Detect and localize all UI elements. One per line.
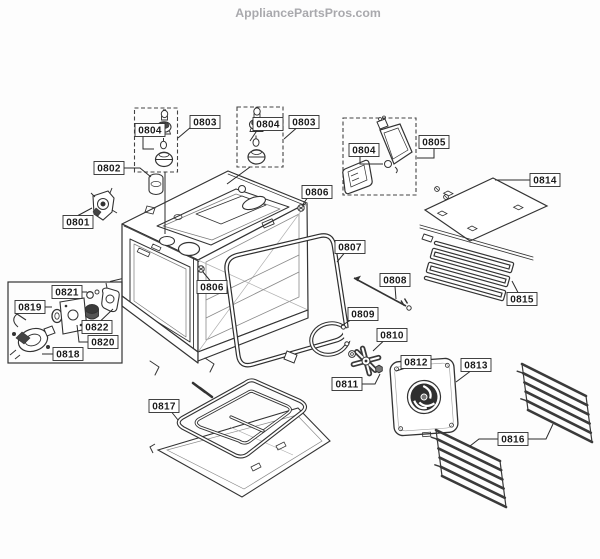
part-label-0806-a: 0806 <box>301 185 333 199</box>
part-label-0804-c-text: 0804 <box>352 146 376 157</box>
part-label-0809: 0809 <box>347 307 379 321</box>
part-label-0806-b-text: 0806 <box>200 283 224 294</box>
part-label-0820-text: 0820 <box>91 338 115 349</box>
part-label-0803-a-text: 0803 <box>193 118 217 129</box>
part-label-0813: 0813 <box>460 358 492 372</box>
part-label-0803-b-text: 0803 <box>292 118 316 129</box>
washer <box>348 350 356 358</box>
switch-0801 <box>90 187 118 221</box>
bracket-0822 <box>101 282 120 313</box>
part-label-0803-b: 0803 <box>288 115 320 129</box>
part-label-0813-text: 0813 <box>464 361 488 372</box>
stud-0821 <box>86 289 100 299</box>
part-label-0807: 0807 <box>334 240 366 254</box>
part-label-0819-text: 0819 <box>18 303 42 314</box>
oven-cavity-body <box>121 170 309 376</box>
motor-assembly-0818 <box>9 313 56 360</box>
part-label-0817: 0817 <box>148 399 180 413</box>
part-label-0801-text: 0801 <box>66 218 90 229</box>
part-label-0804-a: 0804 <box>134 123 166 137</box>
part-label-0812: 0812 <box>400 355 432 369</box>
part-label-0811: 0811 <box>331 377 363 391</box>
clamp-ring-0809 <box>309 321 355 357</box>
part-label-0822-text: 0822 <box>85 323 109 334</box>
part-label-0804-a-text: 0804 <box>138 126 162 137</box>
part-label-0802: 0802 <box>93 161 125 175</box>
fan-blade-0810 <box>350 345 382 377</box>
bottom-panel <box>149 407 331 498</box>
bake-element-0817 <box>176 378 307 459</box>
part-label-0805-text: 0805 <box>422 138 446 149</box>
part-label-0808-text: 0808 <box>383 276 407 287</box>
part-label-0806-a-text: 0806 <box>305 188 329 199</box>
door-gasket-0807 <box>224 233 349 368</box>
part-label-0815: 0815 <box>506 292 538 306</box>
part-label-0805: 0805 <box>418 135 450 149</box>
part-label-0809-text: 0809 <box>351 310 375 321</box>
part-label-0807-text: 0807 <box>338 243 362 254</box>
nut-0811 <box>375 364 383 374</box>
part-label-0810: 0810 <box>376 328 408 342</box>
part-label-0817-text: 0817 <box>152 402 176 413</box>
part-label-0818: 0818 <box>52 347 84 361</box>
part-label-0814-text: 0814 <box>533 176 557 187</box>
probe-rod-0808 <box>353 275 412 311</box>
part-label-0815-text: 0815 <box>510 295 534 306</box>
side-rack-right <box>516 362 594 444</box>
part-label-0821-text: 0821 <box>55 288 79 299</box>
screw-0806-front <box>197 265 205 273</box>
part-label-0804-b-text: 0804 <box>256 120 280 131</box>
part-label-0816-text: 0816 <box>501 435 525 446</box>
bushing-0802 <box>144 173 164 215</box>
part-label-0816: 0816 <box>497 432 529 446</box>
kit-box-2 <box>226 106 284 185</box>
part-label-0821: 0821 <box>51 285 83 299</box>
part-label-0806-b: 0806 <box>196 280 228 294</box>
top-panel-0814 <box>423 177 549 242</box>
leader-lines <box>42 126 554 447</box>
part-label-0803-a: 0803 <box>189 115 221 129</box>
part-label-0802-text: 0802 <box>97 164 121 175</box>
mount-plate-0820 <box>59 297 88 335</box>
part-label-0804-c: 0804 <box>348 143 380 157</box>
grommet <box>85 304 99 320</box>
side-rack-left <box>430 428 508 509</box>
broil-element-0815 <box>419 224 534 302</box>
part-label-0812-text: 0812 <box>404 358 428 369</box>
part-label-0801: 0801 <box>62 215 94 229</box>
part-label-0820: 0820 <box>87 335 119 349</box>
part-label-0814: 0814 <box>529 173 561 187</box>
watermark-text: AppliancePartsPros.com <box>235 6 381 20</box>
screw-0806-top <box>297 204 305 212</box>
part-label-0822: 0822 <box>81 320 113 334</box>
motor-kit-box <box>7 281 123 364</box>
callout-labels: 0801 0802 0803 0804 0803 0804 0804 0805 <box>14 115 561 446</box>
igniter-kit <box>154 109 174 168</box>
part-label-0810-text: 0810 <box>380 331 404 342</box>
part-label-0804-b: 0804 <box>252 117 284 131</box>
part-label-0818-text: 0818 <box>56 350 80 361</box>
lamp-kit-box <box>342 115 417 196</box>
part-label-0808: 0808 <box>379 273 411 287</box>
part-label-0819: 0819 <box>14 300 46 314</box>
part-label-0811-text: 0811 <box>336 380 359 391</box>
